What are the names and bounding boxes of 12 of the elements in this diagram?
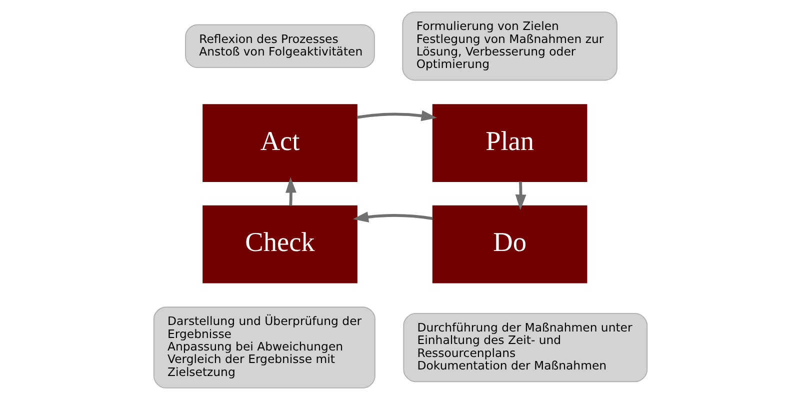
node-box: Do — [432, 205, 587, 284]
node-box: Durchführung der Maßnahmen unter Einhaltung des Zeit- und Ressourcenplans Dokumentation der Maßnahmen — [402, 312, 648, 382]
node-box: Darstellung und Überprüfung der Ergebnisse Anpassung bei Abweichungen Vergleich der Ergebnisse mit Zielsetzung — [152, 306, 375, 388]
node-box: Check — [202, 205, 357, 284]
node-box: Plan — [432, 104, 587, 182]
arrow — [356, 110, 436, 122]
arrow — [514, 181, 526, 210]
node-box: Act — [202, 104, 357, 182]
node-box: Reflexion des Prozesses Anstoß von Folgeaktivitäten — [184, 24, 374, 68]
node-box: Formulierung von Zielen Festlegung von Maßnahmen zur Lösung, Verbesserung oder Optimierung — [402, 12, 617, 81]
arrow — [285, 177, 296, 206]
arrow — [352, 212, 432, 222]
